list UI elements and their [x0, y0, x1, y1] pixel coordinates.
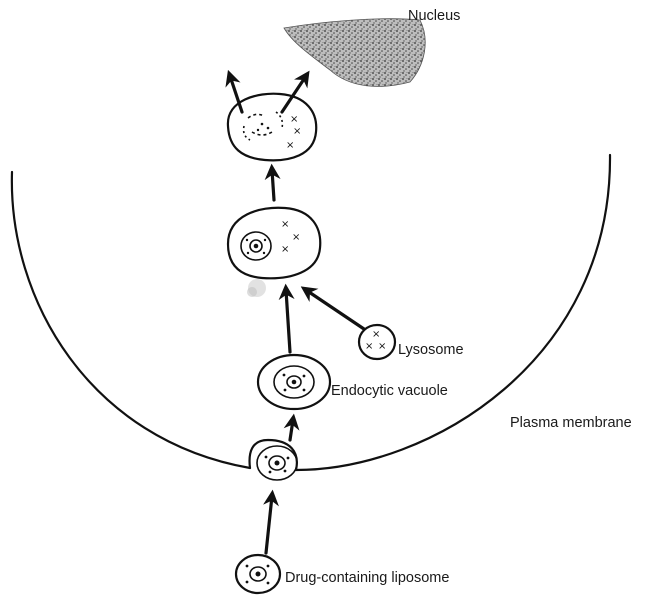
svg-text:×: × [293, 126, 301, 137]
drug-liposome [236, 555, 280, 593]
nucleus-label: Nucleus [408, 8, 460, 24]
endocytic-vacuole [258, 355, 330, 409]
svg-text:×: × [378, 341, 386, 352]
liposome-label: Drug-containing liposome [285, 570, 449, 586]
engulfing-liposome [257, 446, 297, 480]
svg-text:×: × [281, 244, 289, 255]
phagolysosome: × × × [228, 208, 320, 297]
degrading-vesicle: × × × [228, 94, 316, 161]
endocytic-vacuole-label: Endocytic vacuole [331, 383, 448, 399]
svg-text:×: × [290, 114, 298, 125]
lysosome-label: Lysosome [398, 342, 464, 358]
svg-text:×: × [365, 341, 373, 352]
svg-text:×: × [281, 219, 289, 230]
svg-text:×: × [372, 329, 380, 340]
plasma-membrane-label: Plasma membrane [510, 415, 632, 431]
arrow-phagolysosome-to-vesicle [272, 170, 274, 200]
svg-text:×: × [292, 232, 300, 243]
svg-text:×: × [286, 140, 294, 151]
arrow-membrane-to-vacuole [290, 420, 293, 440]
arrow-liposome-to-membrane [266, 496, 272, 553]
arrow-lysosome-to-phagolysosome [306, 290, 364, 329]
arrow-vacuole-to-phagolysosome [286, 290, 290, 352]
